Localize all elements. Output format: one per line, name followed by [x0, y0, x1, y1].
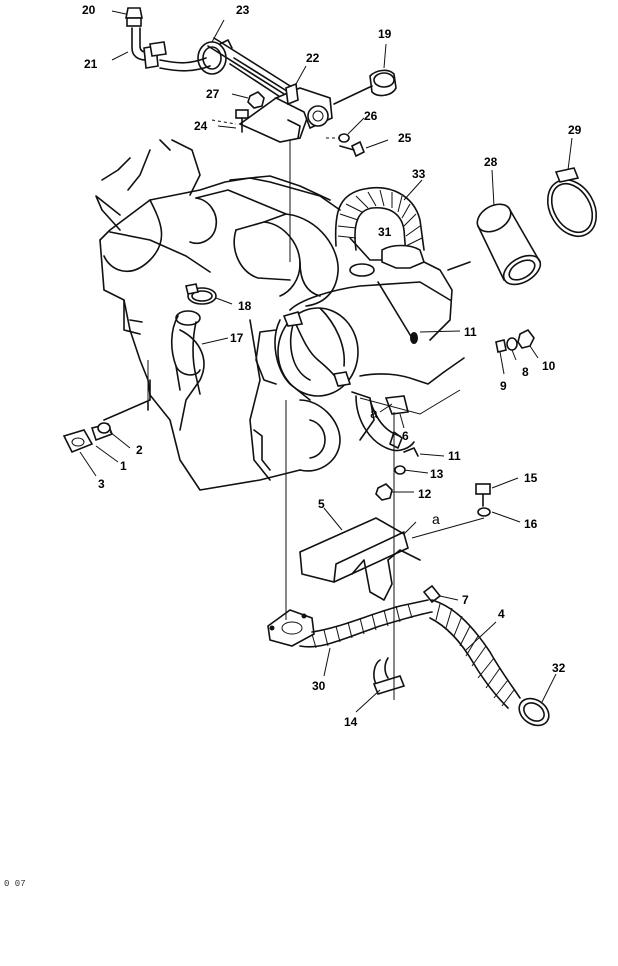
label-3: 3	[98, 477, 105, 491]
turbo-hose-group	[334, 167, 598, 286]
ref-a-upper: a	[370, 405, 378, 421]
label-19: 19	[378, 27, 392, 41]
label-10: 10	[542, 359, 556, 373]
label-11-lower: 11	[448, 449, 461, 463]
leader-lines	[147, 140, 485, 700]
label-22: 22	[306, 51, 320, 65]
label-26: 26	[364, 109, 378, 123]
label-23: 23	[236, 3, 250, 17]
label-7: 7	[462, 593, 469, 607]
label-8: 8	[522, 365, 529, 379]
label-32: 32	[552, 661, 566, 675]
callout-lines	[79, 10, 573, 713]
exhaust-clamps	[277, 281, 535, 452]
label-16: 16	[524, 517, 538, 531]
label-18: 18	[238, 299, 252, 313]
label-2: 2	[136, 443, 143, 457]
label-5: 5	[318, 497, 325, 511]
ref-a-lower: a	[432, 511, 440, 527]
label-13: 13	[430, 467, 444, 481]
exhaust-pipe-group	[267, 447, 550, 727]
label-33: 33	[412, 167, 426, 181]
water-hose-group	[62, 283, 217, 454]
label-6: 6	[402, 429, 409, 443]
label-14: 14	[344, 715, 358, 729]
label-17: 17	[230, 331, 244, 345]
label-1: 1	[120, 459, 127, 473]
label-9: 9	[500, 379, 507, 393]
label-30: 30	[312, 679, 326, 693]
label-21: 21	[84, 57, 98, 71]
upper-pipe-assembly	[125, 7, 397, 158]
label-25: 25	[398, 131, 412, 145]
part-labels: 20 23 21 19 22 27 26 24 25 29 33 28 31 1…	[82, 3, 582, 729]
label-20: 20	[82, 3, 96, 17]
label-27: 27	[206, 87, 220, 101]
label-29: 29	[568, 123, 582, 137]
label-24: 24	[194, 119, 208, 133]
label-12: 12	[418, 487, 432, 501]
label-15: 15	[524, 471, 538, 485]
footer-mark: 0 07	[4, 879, 26, 889]
label-28: 28	[484, 155, 498, 169]
label-11-upper: 11	[464, 325, 477, 339]
label-4: 4	[498, 607, 505, 621]
label-31: 31	[378, 225, 392, 239]
